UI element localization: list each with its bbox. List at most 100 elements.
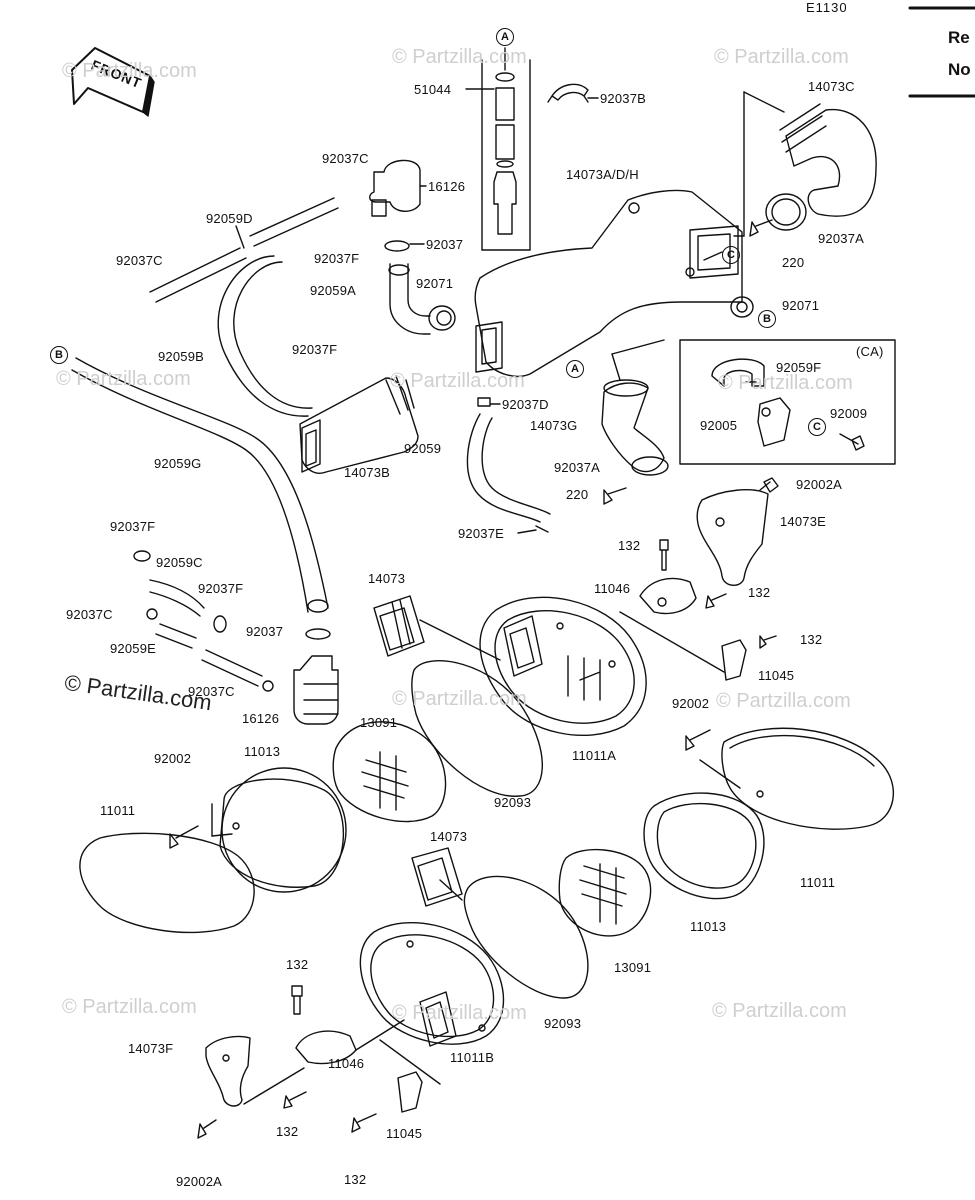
leader-14073C [744,92,784,112]
part-label: 132 [618,538,641,553]
oring-92037 [385,241,409,251]
part-label: 92059 [404,441,442,456]
bolt-132-lower-top [292,986,302,1014]
watermark-2: © Partzilla.com [392,46,527,68]
part-label: 92071 [782,298,820,313]
part-label: 14073A/D/H [566,167,639,182]
leader-lower-c [380,1040,440,1084]
element-13091-upper-mesh [362,752,408,810]
bolt-132-lower-right [352,1114,376,1132]
marker-c-duct: C [722,246,740,264]
part-label: 11011B [450,1050,495,1065]
part-label: 92059C [156,555,203,570]
leader-14073G-b [612,354,620,380]
cover-11011-right-hole [757,791,763,797]
sheet-code: E1130 [806,0,848,15]
part-label: 92093 [494,795,532,810]
part-label: 92009 [830,406,868,421]
valve-51044 [494,172,516,234]
part-label: 14073F [128,1041,174,1056]
bracket-11046-hole [658,598,666,606]
leader-11011-right [700,760,740,788]
front-arrow-shadow [143,76,154,116]
watermark-1: © Partzilla.com [62,60,197,82]
boot-14073B-ribs [386,376,414,414]
watermark-8: © Partzilla.com [716,690,851,712]
part-label: 92059E [110,641,157,656]
leader-92093-a [420,620,500,660]
part-label: 92002A [796,477,843,492]
leader-92059D [236,226,244,248]
hose-92059A-end [389,265,409,275]
valve-16126-lower-ribs [304,684,338,714]
part-label: 92037C [188,684,235,699]
valve-16126-lower [294,656,338,724]
part-label: 92037F [314,251,360,266]
part-label: 132 [344,1172,367,1187]
part-label: 132 [748,585,771,600]
duct-14073C [786,110,876,217]
watermark-9: © Partzilla.com [62,996,197,1018]
clamp-92037A-top-inner [772,199,800,225]
boot-14073B-face [302,420,320,472]
filter-11013-lower-inner [657,804,755,888]
part-label: 14073 [430,829,468,844]
clip-51044 [496,73,514,81]
ca-box [680,340,895,464]
part-label: 92002 [154,751,192,766]
part-label: 92037F [110,519,156,534]
part-label: 11045 [758,668,795,683]
part-label: 14073B [344,465,391,480]
hose-92059E-b [202,650,262,686]
part-label: 92005 [700,418,738,433]
element-13091-lower [559,850,650,936]
part-label: 92037A [554,460,601,475]
part-label: 92037D [502,397,549,412]
part-label: 92037F [198,581,244,596]
screw-220-bottom [604,488,626,504]
clip-92037E [536,526,548,532]
hose-92059G-end [308,600,328,612]
gasket-92093-lower [464,876,588,998]
housing-11011B-inner [371,935,494,1037]
housing-11011B-hole [407,941,413,947]
housing-11011B-hole2 [479,1025,485,1031]
part-label: 92002A [176,1174,223,1189]
gasket-92093-upper [412,661,542,796]
part-label: 92037B [600,91,647,106]
watermark-10: © Partzilla.com [392,1002,527,1024]
element-13091-lower-mesh [580,864,626,924]
grommet-92071-right-inner [737,302,747,312]
part-label: 92071 [416,276,454,291]
hose-92059A [390,264,430,334]
leader-lower-a [244,1068,304,1104]
bracket-14073F-hole [223,1055,229,1061]
clamp-92037F-mid [214,616,226,632]
bolt-132-upper [660,540,668,570]
housing-11011A-tubes [568,656,600,700]
part-label: 11011 [800,875,836,890]
pipe-51044-upper [496,88,514,120]
watermark-5: © Partzilla.com [390,370,525,392]
part-label: 13091 [360,715,398,730]
part-label: 92093 [544,1016,582,1031]
clamp-92037C-small [147,609,157,619]
part-label: 92037F [292,342,338,357]
part-label: 132 [276,1124,299,1139]
duct-14073A-stud [686,268,694,276]
watermark-4: © Partzilla.com [56,368,191,390]
part-label: 51044 [414,82,452,97]
grommet-92071-right [731,297,753,317]
bolt-92002-right [686,730,710,750]
clip-92037D [478,398,490,406]
housing-11011B-port [420,992,456,1046]
part-label: 92037 [426,237,464,252]
watermark-6: © Partzilla.com [718,372,853,394]
part-label: 92037C [66,607,113,622]
part-label: 92059F [776,360,822,375]
boot-14073-lower [412,848,462,906]
filter-11013-upper-hole [233,823,239,829]
marker-b-right: B [758,310,776,328]
hose-92059E-a [156,624,196,648]
clamp-92037B [548,84,588,102]
